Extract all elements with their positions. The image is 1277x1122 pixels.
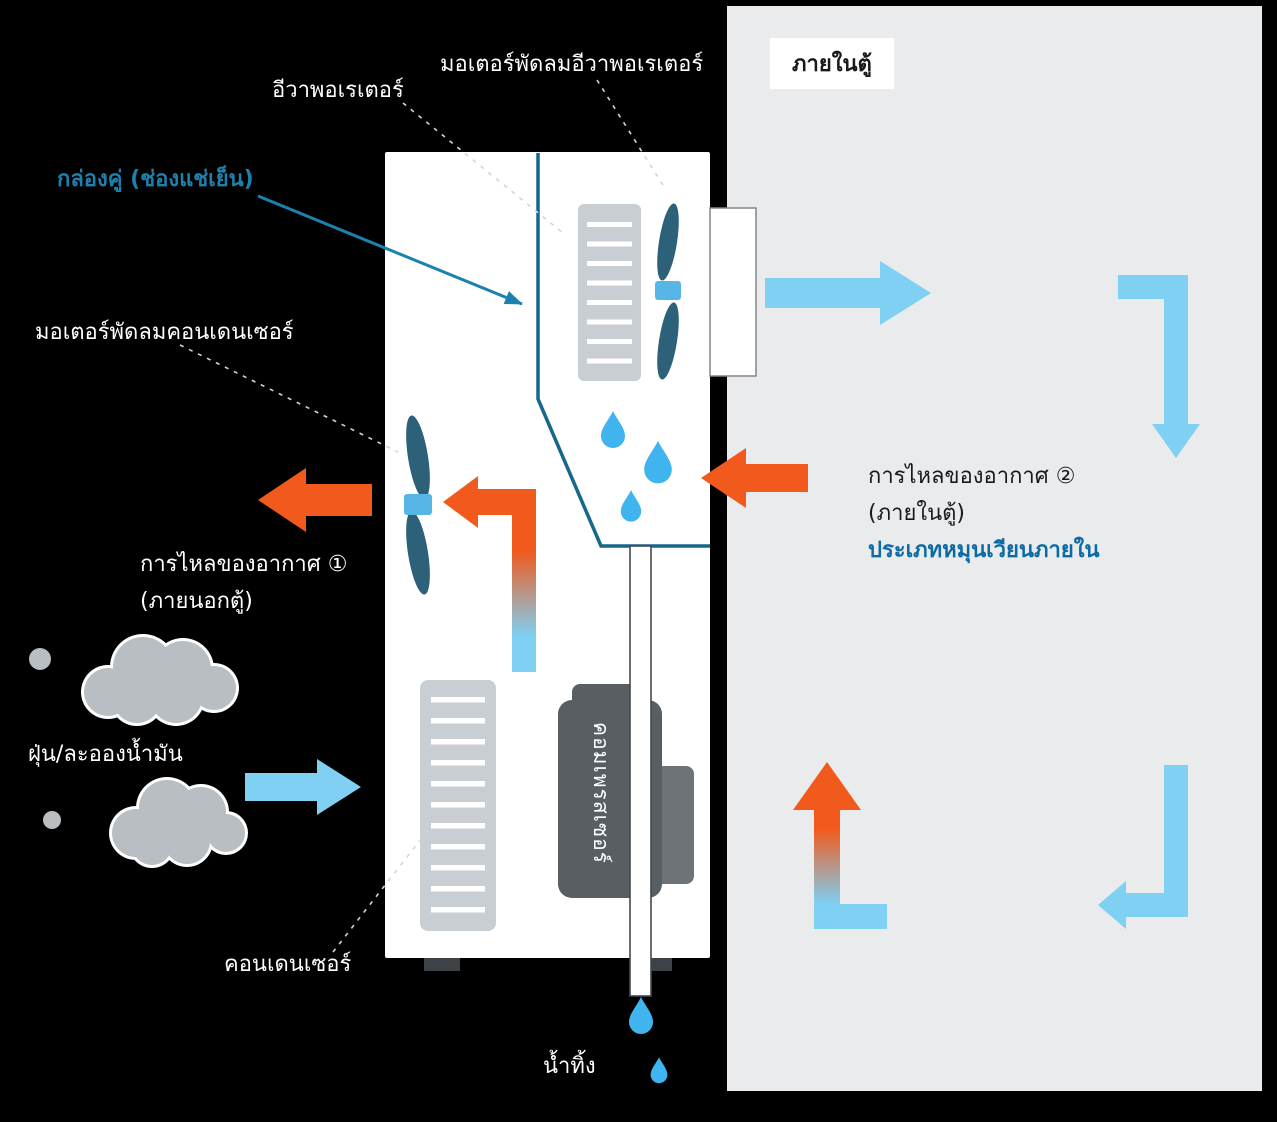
cabinet-interior-badge: ภายในตู้ (770, 38, 894, 89)
airflow-2-title: การไหลของอากาศ ② (868, 464, 1076, 489)
airflow-2-label: การไหลของอากาศ ② (ภายในตู้) ประเภทหมุนเว… (868, 458, 1100, 569)
condenser-label: คอนเดนเซอร์ (224, 952, 352, 977)
airflow-1-subtitle: (ภายนอกตู้) (140, 589, 253, 614)
evaporator-coil (578, 204, 641, 381)
airflow-1-label: การไหลของอากาศ ① (ภายนอกตู้) (140, 546, 347, 620)
evaporator-fan (655, 203, 681, 380)
evaporator-label: อีวาพอเรเตอร์ (272, 78, 404, 103)
arrow-cabinet-rise (793, 762, 887, 929)
drain-droplets-icon (629, 997, 668, 1084)
dust-oil-mist-label: ฝุ่น/ละอองน้ำมัน (28, 742, 183, 767)
leader-evaporator (402, 102, 564, 234)
cold-compartment-outline (536, 153, 710, 548)
condenser-fan (404, 415, 432, 595)
arrow-dust-intake-right (245, 759, 361, 815)
drain-water-label: น้ำทิ้ง (543, 1054, 596, 1079)
airflow-2-type: ประเภทหมุนเวียนภายใน (868, 538, 1100, 563)
airflow-1-title: การไหลของอากาศ ① (140, 552, 348, 577)
leader-cold-box-pointer (257, 194, 523, 306)
dust-cloud-icon-bottom (43, 777, 248, 868)
leader-evaporator-fan-motor (596, 79, 667, 191)
arrow-cabinet-down-elbow (1118, 275, 1200, 458)
arrow-warm-air-return-left (701, 448, 808, 508)
vent-duct (709, 207, 757, 377)
leader-condenser-fan-motor (179, 344, 399, 453)
arrow-cabinet-return-elbow (1098, 765, 1188, 929)
condenser-coil (420, 680, 496, 931)
arrow-exhaust-left (258, 468, 372, 532)
arrow-cool-air-out-right (765, 261, 931, 325)
unit-foot-left (424, 958, 460, 971)
cold-box-label: กล่องคู่ (ช่องแช่เย็น) (57, 167, 254, 192)
airflow-2-subtitle: (ภายในตู้) (868, 501, 965, 526)
arrow-internal-heat-elbow (443, 476, 536, 672)
dust-cloud-icon-top (29, 634, 239, 726)
drain-pipe (629, 545, 652, 997)
evaporator-fan-motor-label: มอเตอร์พัดลมอีวาพอเรเตอร์ (440, 52, 704, 77)
condenser-fan-motor-label: มอเตอร์พัดลมคอนเดนเซอร์ (35, 320, 294, 345)
compressor-label: คอมเพรสเซอร์ (589, 722, 613, 864)
